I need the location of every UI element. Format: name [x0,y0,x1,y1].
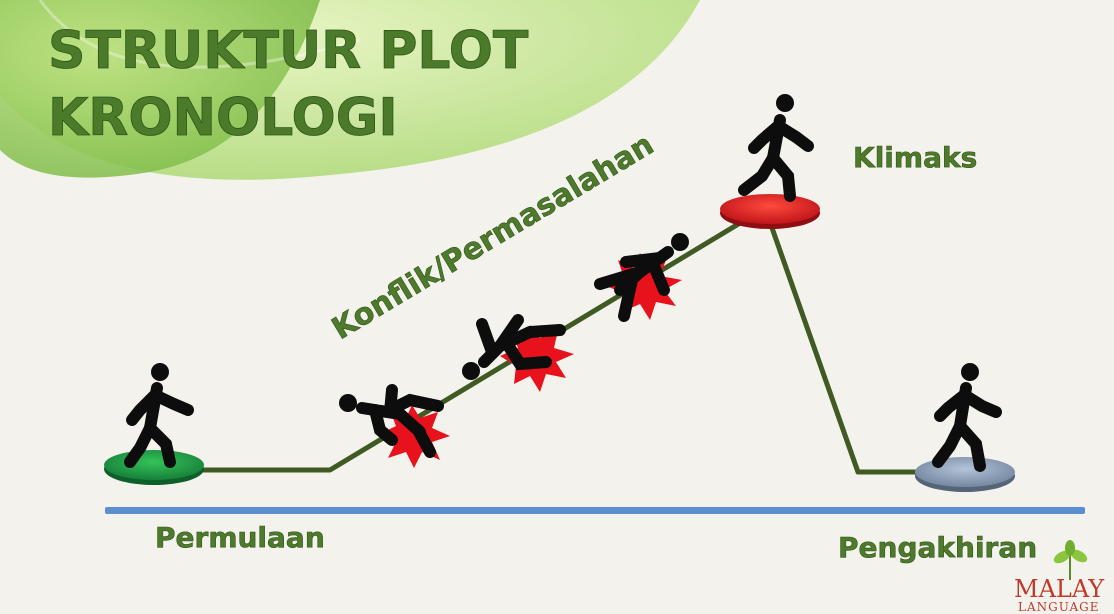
malay-language-logo: MALAY LANGUAGE [1014,540,1105,614]
walking-person-icon [932,363,1002,472]
walking-person-icon [124,363,194,468]
label-end: Pengakhiran [838,531,1037,564]
falling-person-icon [594,233,689,322]
falling-person-icon [462,314,574,392]
logo-text-sub: LANGUAGE [1018,600,1099,614]
falling-person-icon [339,384,450,468]
start-disc [104,450,204,480]
plant-icon [1053,540,1088,580]
label-start: Permulaan [155,521,325,554]
climax-disc [720,194,820,224]
end-disc [915,457,1015,487]
walking-person-icon [738,94,814,202]
leaf-decoration [0,0,700,180]
timeline-baseline [105,507,1085,514]
logo-text-main: MALAY [1014,575,1105,603]
label-climax: Klimaks [853,141,977,174]
title-line-2: KRONOLOGI [48,88,398,148]
plot-path-line [155,205,965,475]
title-line-1: STRUKTUR PLOT [48,21,529,81]
